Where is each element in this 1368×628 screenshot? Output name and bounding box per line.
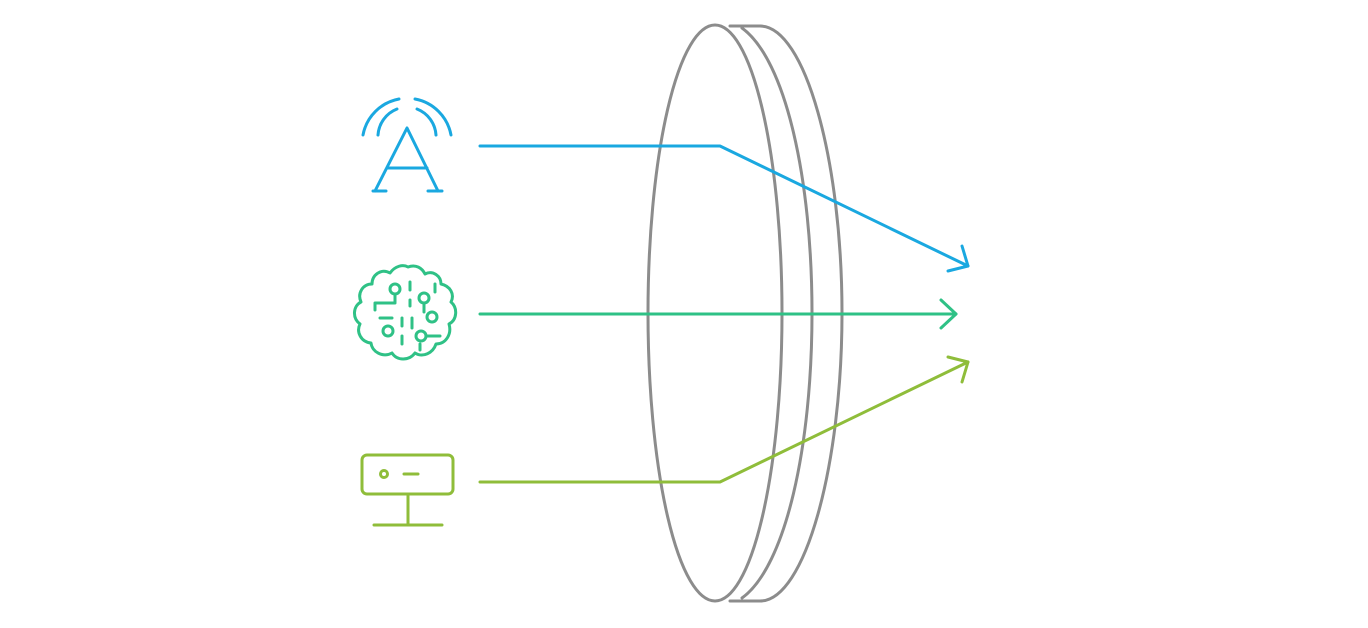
arrow-antenna-line: [478, 144, 970, 268]
monitor-device-icon: [360, 453, 455, 527]
arrow-antenna-head: [946, 244, 970, 273]
arrow-brain: [478, 298, 958, 330]
brain-chip-icon: [353, 264, 458, 361]
arrow-antenna: [478, 144, 970, 273]
arrow-device: [478, 355, 970, 484]
antenna-icon: [361, 97, 453, 193]
arrow-brain-head: [939, 298, 958, 330]
brain-outline: [353, 264, 458, 361]
arrow-device-line: [478, 360, 970, 484]
arrow-device-head: [946, 355, 970, 384]
